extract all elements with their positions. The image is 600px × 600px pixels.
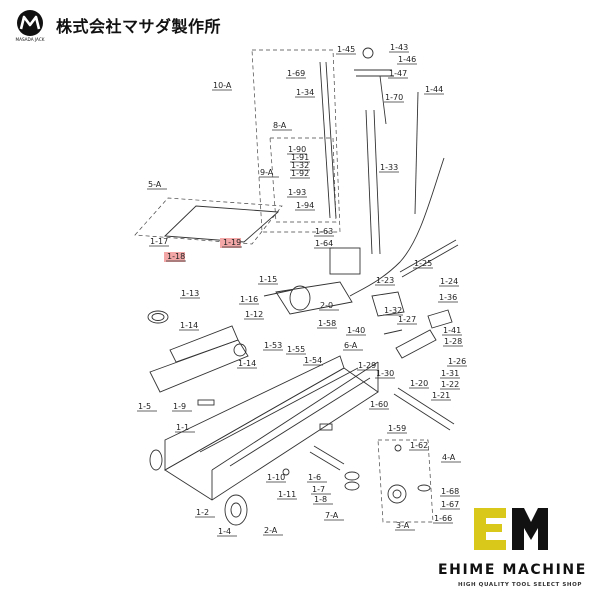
part-label-1-59: 1-59 <box>388 424 406 433</box>
part-label-1-24: 1-24 <box>440 277 458 286</box>
part-label-1-55: 1-55 <box>287 345 305 354</box>
part-label-1-4: 1-4 <box>218 527 231 536</box>
part-label-1-31: 1-31 <box>441 369 459 378</box>
part-label-1-2: 1-2 <box>196 508 209 517</box>
part-label-1-10: 1-10 <box>267 473 285 482</box>
part-label-1-14: 1-14 <box>238 359 256 368</box>
part-label-2-A: 2-A <box>264 526 278 535</box>
part-label-1-70: 1-70 <box>385 93 403 102</box>
part-label-1-7: 1-7 <box>312 485 325 494</box>
part-label-1-47: 1-47 <box>389 69 407 78</box>
part-label-1-17: 1-17 <box>150 237 168 246</box>
part-label-1-5: 1-5 <box>138 402 151 411</box>
part-label-1-94: 1-94 <box>296 201 314 210</box>
part-label-3-A: 3-A <box>396 521 410 530</box>
part-label-1-9: 1-9 <box>173 402 186 411</box>
part-label-1-66: 1-66 <box>434 514 452 523</box>
jack-body-outline <box>147 47 459 526</box>
part-label-1-23: 1-23 <box>376 276 394 285</box>
part-label-2-0: 2-0 <box>320 301 333 310</box>
masada-m-logo-icon: MASADA JACK <box>15 10 45 42</box>
part-label-1-54: 1-54 <box>304 356 322 365</box>
part-label-7-A: 7-A <box>325 511 339 520</box>
company-name: 株式会社マサダ製作所 <box>56 17 222 36</box>
part-label-1-36: 1-36 <box>439 293 457 302</box>
part-label-1-16: 1-16 <box>240 295 258 304</box>
part-label-1-29: 1-29 <box>358 361 376 370</box>
highlight-1-18 <box>164 252 185 262</box>
part-label-1-28: 1-28 <box>444 337 462 346</box>
part-label-1-40: 1-40 <box>347 326 365 335</box>
part-label-8-A: 8-A <box>273 121 287 130</box>
part-label-1-67: 1-67 <box>441 500 459 509</box>
part-label-1-20: 1-20 <box>410 379 428 388</box>
part-label-1-53: 1-53 <box>264 341 282 350</box>
part-label-1-90: 1-90 <box>288 145 306 154</box>
highlight-markers <box>164 238 241 262</box>
part-label-1-18: 1-18 <box>167 252 185 261</box>
part-label-1-19: 1-19 <box>223 238 241 247</box>
part-label-1-93: 1-93 <box>288 188 306 197</box>
part-label-1-45: 1-45 <box>337 45 355 54</box>
part-label-1-41: 1-41 <box>443 326 461 335</box>
part-label-4-A: 4-A <box>442 453 456 462</box>
part-label-1-64: 1-64 <box>315 239 333 248</box>
part-label-1-12: 1-12 <box>245 310 263 319</box>
part-label-1-32: 1-32 <box>291 161 309 170</box>
watermark-title: EHIME MACHINE <box>438 562 587 578</box>
part-label-1-69: 1-69 <box>287 69 305 78</box>
part-label-1-60: 1-60 <box>370 400 388 409</box>
part-label-1-68: 1-68 <box>441 487 459 496</box>
part-label-1-46: 1-46 <box>398 55 416 64</box>
watermark-tagline: HIGH QUALITY TOOL SELECT SHOP <box>458 582 582 588</box>
part-label-1-15: 1-15 <box>259 275 277 284</box>
part-label-1-30: 1-30 <box>376 369 394 378</box>
group-boxes <box>134 49 434 523</box>
part-label-1-25: 1-25 <box>414 259 432 268</box>
em-logo-icon <box>474 508 548 550</box>
part-label-1-11: 1-11 <box>278 490 296 499</box>
part-label-1-6: 1-6 <box>308 473 321 482</box>
part-label-1-43: 1-43 <box>390 43 408 52</box>
part-label-1-21: 1-21 <box>432 391 450 400</box>
part-label-1-14: 1-14 <box>180 321 198 330</box>
part-label-9-A: 9-A <box>260 168 274 177</box>
part-label-1-33: 1-33 <box>380 163 398 172</box>
part-label-1-91: 1-91 <box>291 153 309 162</box>
part-label-1-1: 1-1 <box>176 423 189 432</box>
part-label-1-58: 1-58 <box>318 319 336 328</box>
part-label-1-92: 1-92 <box>291 169 309 178</box>
part-label-1-44: 1-44 <box>425 85 443 94</box>
brand-header: MASADA JACK 株式会社マサダ製作所 <box>10 8 221 42</box>
part-label-1-62: 1-62 <box>410 441 428 450</box>
part-label-1-26: 1-26 <box>448 357 466 366</box>
part-label-5-A: 5-A <box>148 180 162 189</box>
part-label-1-32: 1-32 <box>384 306 402 315</box>
part-label-1-13: 1-13 <box>181 289 199 298</box>
highlight-1-19 <box>220 238 241 248</box>
part-labels: 1-43 1-45 1-46 1-47 1-69 10-A 1-34 1-44 1-70 8-A 1… <box>137 43 467 537</box>
part-label-6-A: 6-A <box>344 341 358 350</box>
part-label-1-63: 1-63 <box>315 227 333 236</box>
part-label-1-34: 1-34 <box>296 88 314 97</box>
part-label-1-8: 1-8 <box>314 495 327 504</box>
part-label-1-27: 1-27 <box>398 315 416 324</box>
part-label-10-A: 10-A <box>213 81 232 90</box>
part-label-1-22: 1-22 <box>441 380 459 389</box>
logo-caption: MASADA JACK <box>15 37 44 42</box>
